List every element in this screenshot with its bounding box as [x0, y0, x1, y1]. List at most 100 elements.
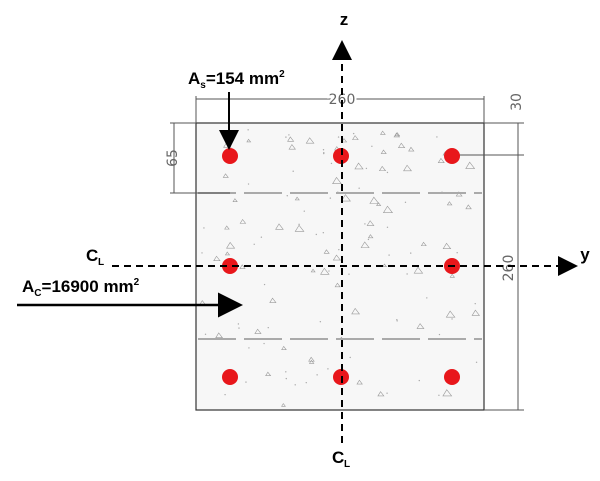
rebar-top-right [444, 148, 460, 164]
aggregate-speck [254, 328, 262, 334]
aggregate-speck [305, 137, 315, 144]
aggregate-dot [352, 132, 355, 135]
aggregate-speck [420, 241, 427, 247]
aggregate-dot [438, 394, 440, 396]
aggregate-speck [308, 356, 315, 362]
aggregate-speck [294, 196, 300, 201]
aggregate-dot [327, 368, 329, 370]
aggregate-dot [338, 248, 340, 251]
rebar-mid-left [222, 258, 238, 274]
aggregate-dot [285, 377, 287, 380]
aggregate-speck [310, 268, 316, 273]
aggregate-speck [308, 359, 315, 364]
aggregate-dot [418, 379, 420, 382]
aggregate-speck [465, 204, 472, 210]
aggregate-speck [294, 224, 305, 232]
aggregate-speck [446, 201, 453, 206]
svg-text:AC=16900 mm2: AC=16900 mm2 [22, 277, 140, 299]
aggregate-speck [445, 310, 456, 318]
aggregate-dot [285, 371, 287, 373]
aggregate-dot [436, 136, 438, 138]
aggregate-dot [203, 227, 205, 229]
aggregate-speck [367, 234, 374, 239]
concrete-area-label: AC=16900 mm2 [22, 277, 140, 299]
aggregate-dot [238, 327, 240, 329]
aggregate-speck [378, 165, 387, 172]
aggregate-speck [442, 242, 452, 249]
aggregate-dot [386, 226, 389, 228]
aggregate-speck [224, 251, 231, 256]
aggregate-dot [286, 195, 288, 197]
aggregate-dot [294, 384, 296, 386]
rebar-top-middle [333, 148, 349, 164]
aggregate-speck [408, 146, 415, 152]
aggregate-dot [330, 162, 333, 165]
aggregate-dot [322, 149, 325, 151]
aggregate-speck [380, 130, 386, 135]
aggregate-speck [394, 132, 401, 137]
aggregate-speck [232, 198, 238, 202]
aggregate-speck [320, 267, 330, 275]
height-dimension-label: 260 [501, 255, 517, 282]
aggregate-speck [376, 202, 382, 206]
aggregate-dot [340, 336, 343, 339]
aggregate-speck [332, 254, 341, 261]
aggregate-dot [319, 321, 322, 323]
aggregate-dot [288, 134, 290, 136]
aggregate-dot [404, 201, 407, 204]
aggregate-speck [351, 307, 361, 315]
aggregate-dot [224, 393, 226, 396]
aggregate-speck [281, 345, 287, 350]
aggregate-speck [360, 241, 370, 248]
aggregate-dot [247, 129, 249, 131]
aggregate-dot [475, 361, 478, 363]
aggregate-speck [356, 379, 363, 385]
aggregate-speck [354, 162, 364, 170]
rebar-bottom-left [222, 369, 238, 385]
aggregate-dot [267, 326, 269, 329]
aggregate-speck [449, 273, 456, 278]
aggregate-dot [323, 152, 325, 154]
aggregate-dot [337, 136, 340, 138]
aggregate-dot [298, 223, 300, 226]
aggregate-dot [329, 197, 332, 199]
centerline-label-horizontal: C L [86, 246, 104, 268]
centerline-label-vertical: C L [332, 448, 350, 470]
aggregate-dot [285, 136, 287, 138]
y-axis-label: y [580, 245, 590, 264]
aggregate-speck [382, 205, 394, 213]
svg-text:C: C [86, 246, 98, 265]
aggregate-dot [364, 223, 366, 225]
rebar-bottom-right [444, 369, 460, 385]
aggregate-dot [237, 323, 240, 325]
aggregate-dot [386, 171, 389, 174]
aggregate-speck [226, 241, 236, 249]
aggregate-speck [393, 132, 401, 138]
aggregate-dot [410, 252, 412, 254]
aggregate-speck [366, 220, 375, 226]
aggregate-speck [265, 371, 272, 376]
aggregate-dot [456, 252, 458, 254]
aggregate-speck [380, 149, 387, 154]
z-axis-label: z [340, 10, 349, 29]
aggregate-speck [416, 323, 425, 329]
aggregate-dot [365, 167, 368, 170]
aggregate-speck [213, 255, 221, 262]
rebar-top-left [222, 148, 238, 164]
aggregate-dot [322, 232, 325, 234]
aggregate-dot [328, 270, 330, 272]
aggregate-dot [292, 170, 294, 172]
aggregate-dot [245, 381, 247, 383]
aggregate-dot [348, 273, 350, 275]
aggregate-speck [377, 391, 385, 397]
aggregate-speck [224, 225, 230, 230]
cover-top-dimension-label: 30 [509, 93, 525, 111]
aggregate-speck [246, 138, 252, 143]
aggregate-dot [367, 238, 370, 241]
width-dimension [195, 96, 485, 123]
aggregate-dot [349, 356, 351, 359]
aggregate-speck [340, 194, 351, 202]
aggregate-speck [465, 161, 476, 169]
cover-left-dimension [170, 122, 230, 194]
